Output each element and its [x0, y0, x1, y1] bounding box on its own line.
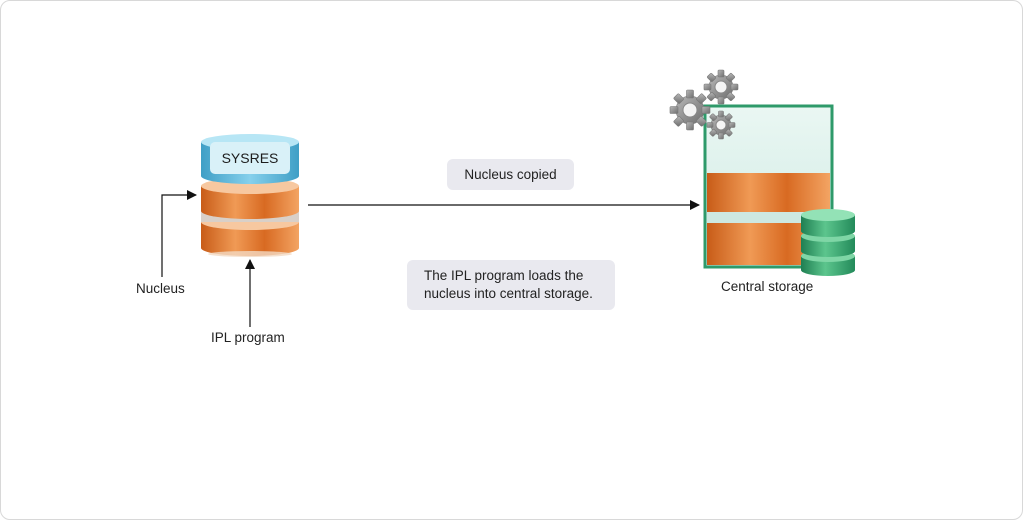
gear-icon — [706, 110, 736, 140]
sysres-label: SYSRES — [210, 142, 290, 174]
gear-icon — [669, 89, 711, 131]
ipl-loads-callout-line2: nucleus into central storage. — [424, 286, 593, 301]
ipl-program-label: IPL program — [211, 330, 285, 345]
nucleus-arrow — [161, 190, 197, 277]
ipl-loads-callout-line1: The IPL program loads the — [424, 268, 584, 283]
nucleus-copied-callout: Nucleus copied — [447, 159, 574, 190]
nucleus-label: Nucleus — [136, 281, 185, 296]
gear-icon — [703, 69, 739, 105]
central-storage-label: Central storage — [721, 279, 814, 294]
ipl-loads-callout: The IPL program loads the nucleus into c… — [407, 260, 615, 310]
storage-database-icon — [801, 209, 855, 276]
ipl-diagram — [161, 69, 855, 327]
